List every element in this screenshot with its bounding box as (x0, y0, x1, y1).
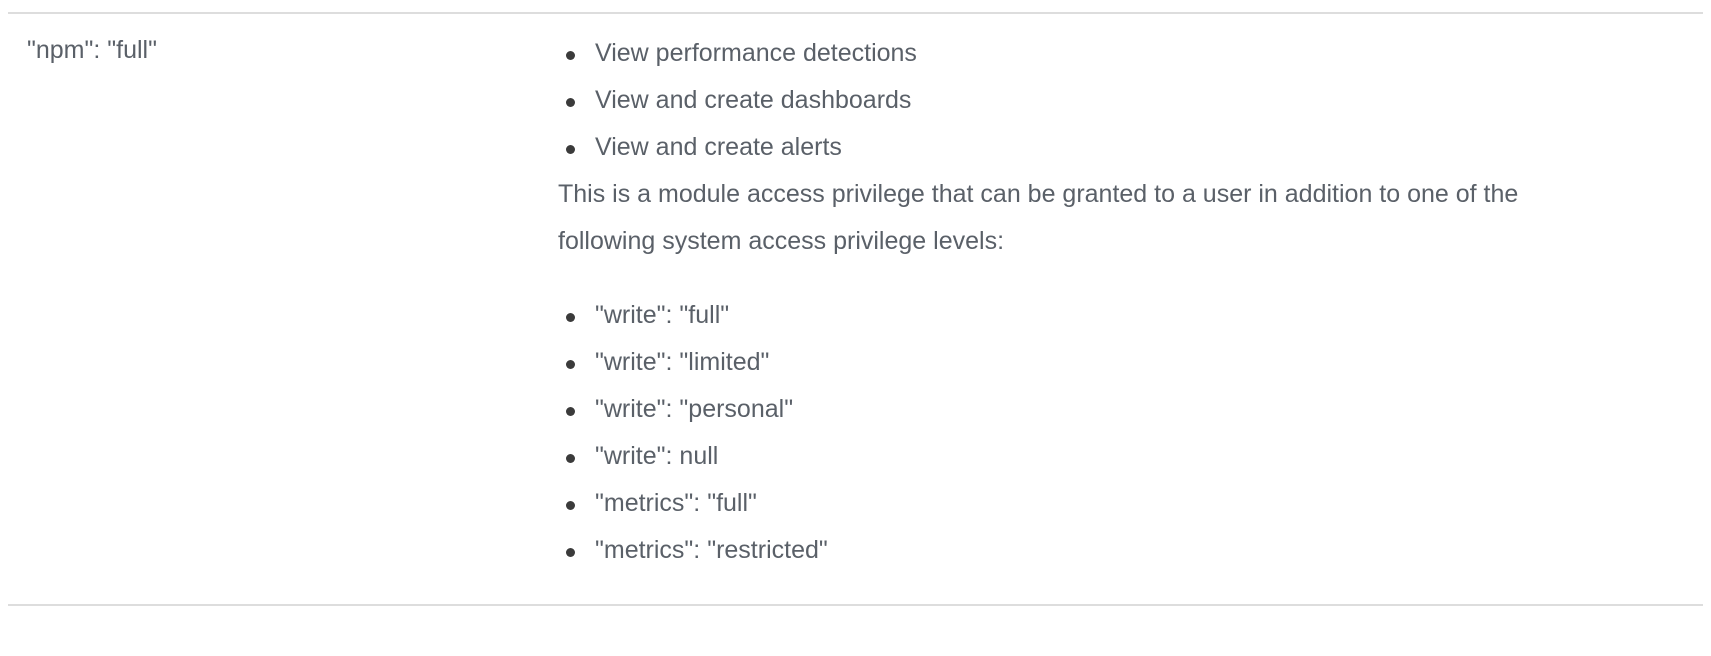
list-item: "write": "personal" (558, 386, 1683, 433)
list-item: View and create alerts (558, 124, 1683, 171)
list-item: "write": "full" (558, 292, 1683, 339)
list-item: "write": null (558, 433, 1683, 480)
list-item: View performance detections (558, 30, 1683, 77)
table-row: "npm": "full" View performance detection… (8, 13, 1703, 605)
privilege-levels-list: "write": "full" "write": "limited" "writ… (558, 292, 1683, 574)
capabilities-list: View performance detections View and cre… (558, 30, 1683, 171)
list-item: "metrics": "restricted" (558, 527, 1683, 574)
list-item: "metrics": "full" (558, 480, 1683, 527)
list-item: View and create dashboards (558, 77, 1683, 124)
module-access-paragraph: This is a module access privilege that c… (558, 180, 1519, 255)
list-item: "write": "limited" (558, 339, 1683, 386)
privilege-description-cell: View performance detections View and cre… (536, 13, 1703, 605)
privilege-table: "npm": "full" View performance detection… (8, 12, 1703, 606)
privilege-key-text: "npm": "full" (27, 36, 157, 64)
table-body: "npm": "full" View performance detection… (8, 13, 1703, 605)
privilege-key-cell: "npm": "full" (8, 13, 536, 605)
